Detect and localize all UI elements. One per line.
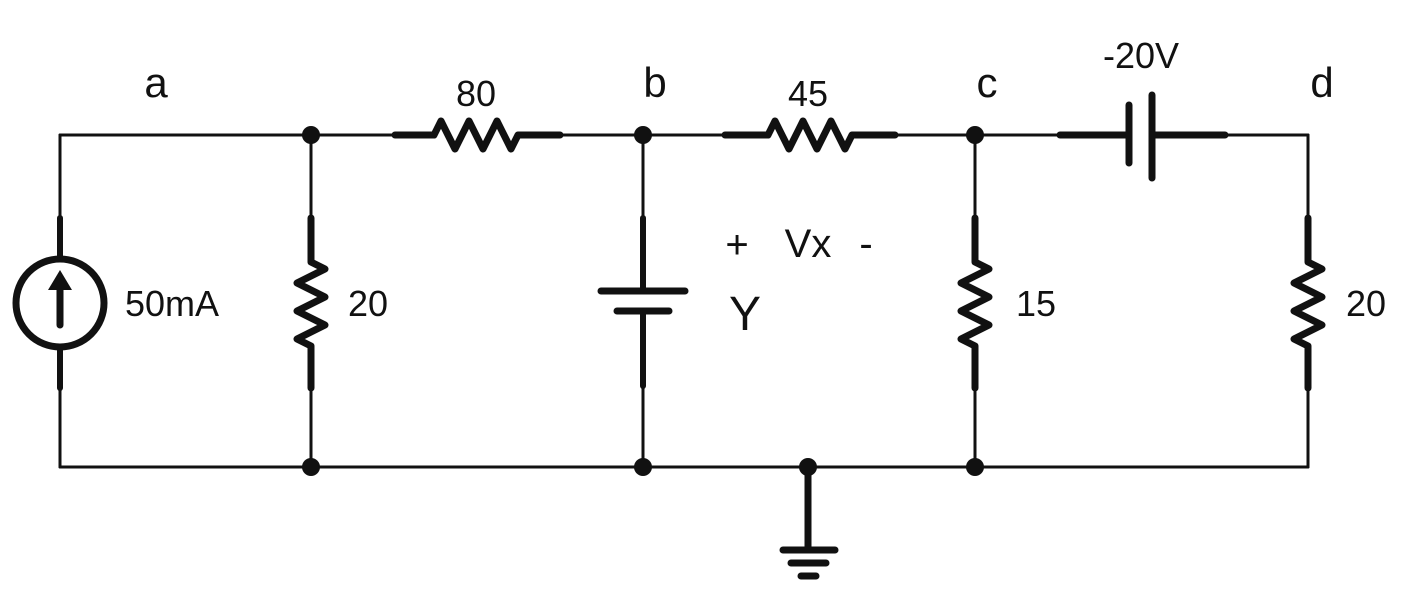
resistor-a-20	[293, 214, 329, 392]
arrow-up-icon	[48, 270, 72, 329]
junction-b-top	[634, 126, 652, 144]
node-label-a: a	[144, 59, 168, 106]
junction-c-bottom	[966, 458, 984, 476]
resistor-c-15	[957, 214, 993, 392]
label-resistor-c: 15	[1016, 283, 1056, 324]
junction-a-bottom	[302, 458, 320, 476]
junction-c-top	[966, 126, 984, 144]
vx-plus-sign: +	[725, 223, 748, 267]
vx-label: Vx	[785, 222, 832, 266]
vx-minus-sign: -	[859, 222, 872, 266]
junction-dots	[302, 126, 984, 476]
label-voltage-source-y: Y	[729, 288, 761, 341]
label-resistor-d: 20	[1346, 283, 1386, 324]
resistor-ab-80	[391, 117, 564, 153]
label-resistor-bc: 45	[788, 73, 828, 114]
label-current-source: 50mA	[125, 283, 219, 324]
voltage-source-neg20v	[1056, 91, 1229, 182]
ground-icon	[779, 463, 839, 580]
node-label-d: d	[1310, 59, 1333, 106]
label-resistor-a: 20	[348, 283, 388, 324]
current-source	[12, 215, 108, 391]
voltage-source-y	[597, 215, 689, 389]
junction-a-top	[302, 126, 320, 144]
label-voltage-source-cd: -20V	[1103, 35, 1179, 76]
node-label-c: c	[977, 59, 998, 106]
resistor-d-20	[1290, 214, 1326, 392]
resistor-bc-45	[721, 117, 899, 153]
node-label-b: b	[643, 59, 666, 106]
wires	[58, 133, 1310, 502]
label-resistor-ab: 80	[456, 73, 496, 114]
junction-ground	[799, 458, 817, 476]
junction-b-bottom	[634, 458, 652, 476]
